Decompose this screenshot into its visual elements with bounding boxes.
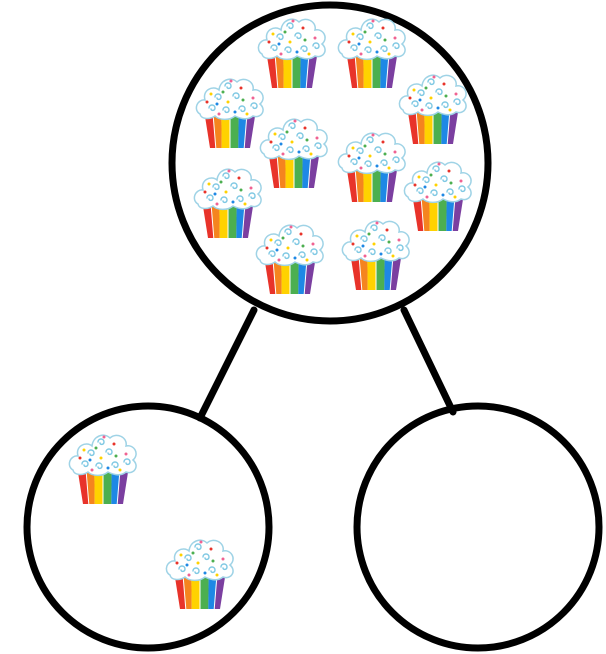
- cupcake-icon: [258, 19, 325, 88]
- cupcake-icon: [194, 169, 261, 238]
- cupcake-icon: [256, 225, 323, 294]
- cupcake-icon: [69, 435, 136, 504]
- part-left-cupcakes-group: [69, 435, 233, 609]
- connector-line-left: [200, 310, 254, 418]
- cupcake-icon: [196, 79, 263, 148]
- part-circle-left: [27, 406, 269, 648]
- cupcake-icon: [166, 540, 233, 609]
- part-circle-right[interactable]: [357, 406, 599, 648]
- connector-line-right: [404, 310, 453, 412]
- whole-cupcakes-group: [194, 19, 471, 294]
- cupcake-icon: [338, 133, 405, 202]
- cupcake-icon: [399, 75, 466, 144]
- cupcake-icon: [404, 162, 471, 231]
- cupcake-icon: [260, 119, 327, 188]
- cupcake-icon: [338, 19, 405, 88]
- cupcake-icon: [342, 221, 409, 290]
